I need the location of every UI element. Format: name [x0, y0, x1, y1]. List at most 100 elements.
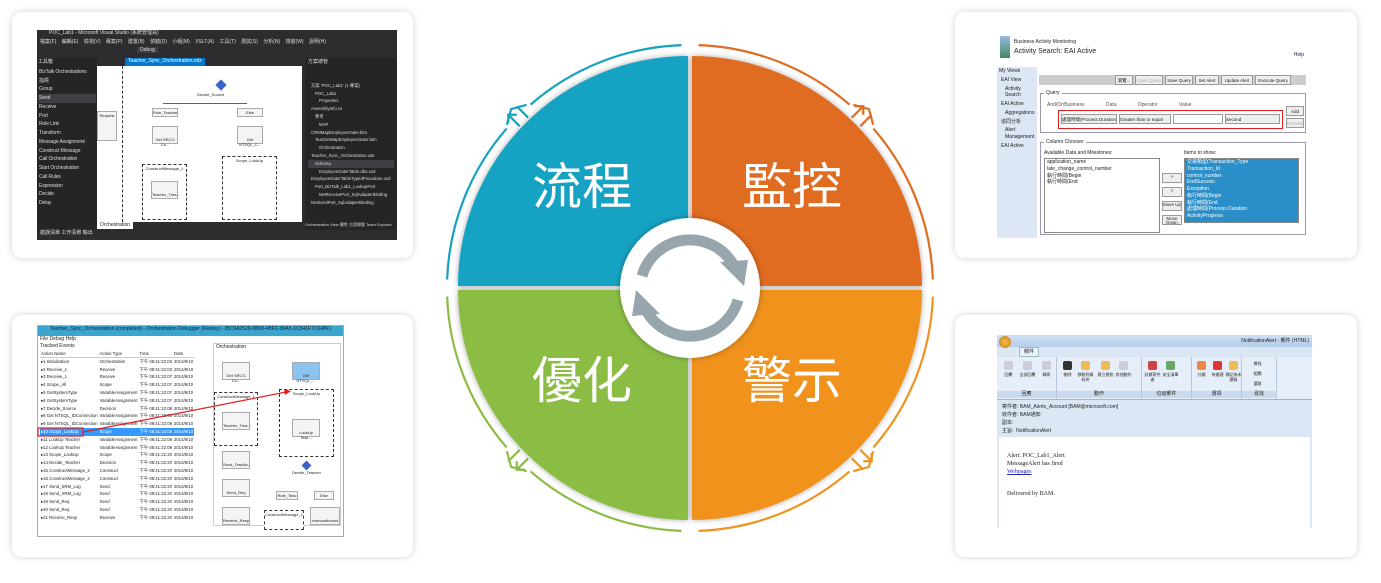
help-link[interactable]: Help: [1293, 52, 1304, 58]
toolbox-item[interactable]: Send: [38, 94, 96, 103]
solution-item[interactable]: NetReceivePort_SqlAdapterBinding: [319, 191, 388, 197]
list-item[interactable]: 執行時間(End: [1047, 179, 1078, 186]
document-tab[interactable]: Teacher_Sync_Orchestration.odx: [125, 58, 205, 66]
ribbon-button[interactable]: 其他動作: [1115, 361, 1132, 377]
ribbon-button[interactable]: 分類: [1193, 361, 1210, 377]
solution-item[interactable]: Port_BizTalk_Lab1_LookupPort: [315, 184, 376, 190]
solution-item[interactable]: CRMMapEmployeeOuter.btm: [311, 129, 368, 135]
list-item[interactable]: 交易類型(Transaction_Type: [1187, 159, 1249, 165]
ribbon-button[interactable]: 回覆: [1000, 361, 1017, 377]
ribbon-button[interactable]: 標記為未讀取: [1225, 361, 1242, 383]
debug-combo[interactable]: Debug: [137, 47, 158, 53]
toolbar-button[interactable]: Update Alert: [1221, 75, 1253, 85]
toolbox-item[interactable]: Group: [39, 86, 53, 93]
toolbox-item[interactable]: Port: [39, 112, 48, 119]
list-item[interactable]: Transaction_Id: [1187, 165, 1220, 172]
ribbon-button[interactable]: 選取: [1249, 381, 1266, 386]
solution-item[interactable]: EmployeeOuterTable.dbo.xsd: [319, 168, 376, 174]
ribbon-button[interactable]: 相關: [1249, 371, 1266, 376]
list-item[interactable]: EndSuccess: [1187, 179, 1215, 186]
toolbox-item[interactable]: Role Link: [39, 121, 59, 128]
toolbox-item[interactable]: Delay: [39, 200, 52, 206]
nav-item[interactable]: 協同分析: [1001, 118, 1022, 125]
ribbon-button[interactable]: 待處理: [1209, 361, 1226, 377]
solution-item[interactable]: AssemblyInfo.cs: [311, 106, 343, 112]
menu-help[interactable]: Help: [65, 336, 76, 342]
list-item[interactable]: 執行時間(Begin: [1047, 172, 1082, 179]
toolbox-item[interactable]: Expression: [39, 182, 63, 189]
value-input[interactable]: [1173, 114, 1223, 124]
ribbon-button[interactable]: 全部回覆: [1019, 361, 1036, 377]
move-button[interactable]: Move Up: [1162, 201, 1182, 211]
ribbon-button[interactable]: 安全清單: [1162, 361, 1179, 377]
column-header[interactable]: Time: [138, 350, 174, 359]
ribbon-button[interactable]: 轉寄: [1038, 361, 1055, 377]
nav-item[interactable]: EAI Active: [1001, 101, 1024, 107]
add-button[interactable]: Add: [1286, 106, 1304, 116]
ribbon-button[interactable]: 移動到資料夾: [1077, 361, 1094, 383]
list-item[interactable]: control_number: [1187, 172, 1222, 179]
list-item[interactable]: application_name: [1047, 159, 1087, 165]
solution-item[interactable]: TeacherMapEmployeeOuter.btm: [315, 137, 377, 143]
business-data-select[interactable]: 處理時間(Process Duration: [1061, 114, 1117, 124]
move-button[interactable]: Move Down: [1162, 215, 1182, 225]
toolbox-item[interactable]: Construct Message: [39, 147, 81, 154]
list-item[interactable]: Exception: [1187, 186, 1209, 192]
solution-item[interactable]: NetSendPort_SqlAdapterBinding: [311, 199, 374, 205]
toolbar-button[interactable]: Execute Query: [1255, 75, 1291, 85]
ribbon-button[interactable]: 尋找: [1249, 361, 1266, 366]
orchestration-tab[interactable]: Orchestration: [97, 222, 134, 229]
list-item[interactable]: 執行時間(Begin: [1187, 192, 1222, 199]
list-item[interactable]: ActivityProgress: [1187, 213, 1223, 219]
column-header[interactable]: Action Type: [98, 350, 139, 359]
column-header[interactable]: Date: [173, 350, 195, 359]
toolbox-item[interactable]: Start Orchestration: [39, 165, 80, 171]
ribbon-button[interactable]: 建立規則: [1097, 361, 1114, 377]
solution-item[interactable]: MAP: [319, 121, 329, 127]
nav-item[interactable]: Aggregations: [1005, 109, 1035, 116]
solution-item[interactable]: EmployeeOuterTableTypedProcedure.xsd: [311, 176, 391, 182]
nav-item[interactable]: Alert Management: [1005, 127, 1035, 140]
column-header[interactable]: Action Name: [40, 350, 99, 359]
solution-item[interactable]: Orchestration: [319, 145, 345, 151]
list-item[interactable]: late_change_control_number: [1047, 165, 1112, 172]
nav-item[interactable]: Activity Search: [1005, 85, 1021, 99]
toolbox-item[interactable]: Message Assignment: [39, 138, 85, 145]
solution-item[interactable]: Properties: [319, 98, 339, 104]
list-item[interactable]: 處理時間(Process Duration: [1187, 206, 1248, 213]
toolbar-button[interactable]: Save Query: [1165, 75, 1193, 85]
toolbox-item[interactable]: Transform: [39, 130, 61, 136]
toolbox-item[interactable]: Call Orchestration: [39, 156, 78, 163]
webpages-link[interactable]: Webpages: [1007, 469, 1032, 476]
solution-item[interactable]: 參考: [315, 113, 324, 119]
right-panel-tabs[interactable]: Orchestration View 屬性 方案總管 Team Explorer: [305, 222, 392, 227]
nav-item[interactable]: My Views: [999, 68, 1021, 74]
menu-debug[interactable]: Debug: [49, 336, 65, 342]
toolbar-button[interactable]: Open Query: [1135, 75, 1163, 85]
solution-item[interactable]: POC_Lab1: [315, 90, 337, 96]
menu-file[interactable]: File: [40, 336, 49, 342]
toolbox-item[interactable]: Receive: [39, 103, 57, 110]
move-button[interactable]: <: [1162, 187, 1182, 197]
